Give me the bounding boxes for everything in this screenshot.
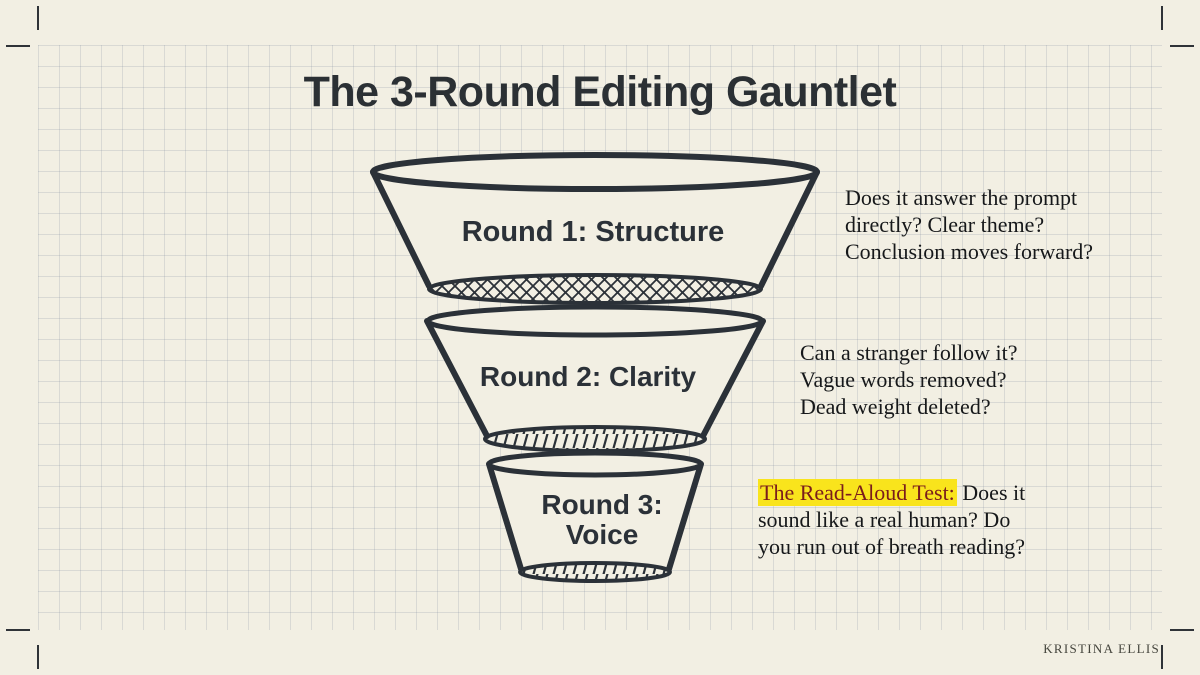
- read-aloud-test-highlight: The Read-Aloud Test:: [758, 479, 957, 506]
- tier2-hatch-filter: [483, 425, 707, 453]
- round3-label-line2: Voice: [566, 519, 639, 550]
- round2-label: Round 2: Clarity: [480, 361, 697, 392]
- funnel-tier1-body: [373, 172, 817, 289]
- author-credit: KRISTINA ELLIS: [1043, 641, 1160, 656]
- tier3-top-rim: [486, 450, 704, 478]
- funnel-walls: [370, 169, 820, 572]
- tier1-mesh-filter: [427, 273, 763, 305]
- annotation-round2: Can a stranger follow it? Vague words re…: [800, 340, 1018, 419]
- tier2-top-rim: [425, 304, 765, 338]
- page-title: The 3-Round Editing Gauntlet: [303, 68, 897, 116]
- funnel-top-rim: [370, 152, 820, 192]
- annotation-round1: Does it answer the prompt directly? Clea…: [845, 185, 1094, 264]
- funnel-tier3-body: [489, 464, 701, 572]
- annotation-round3-rest: Does it sound like a real human? Do you …: [758, 480, 1026, 559]
- round1-label: Round 1: Structure: [462, 216, 725, 248]
- annotation-round3: The Read-Aloud Test: Does it sound like …: [758, 479, 1025, 560]
- funnel-tier2-body: [427, 321, 763, 439]
- crop-marks: [6, 6, 1194, 669]
- tier3-hatch-filter: [518, 561, 672, 583]
- round3-label-line1: Round 3:: [541, 489, 662, 520]
